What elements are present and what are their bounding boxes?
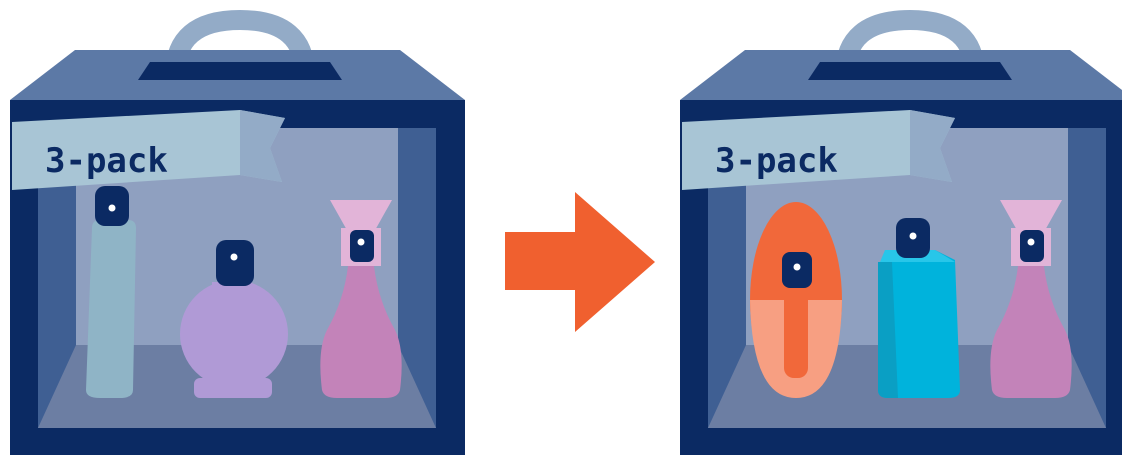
spray-bottle — [990, 200, 1072, 398]
cyan-bottle — [878, 218, 960, 398]
tall-bottle — [86, 186, 136, 398]
pack-before: 3-pack — [10, 20, 465, 455]
oval-bottle — [750, 202, 842, 398]
pack-label: 3-pack — [715, 141, 838, 181]
right-arrow-icon — [505, 192, 655, 332]
pack-after: 3-pack — [680, 20, 1122, 455]
spray-bottle — [320, 200, 402, 398]
round-bottle — [180, 240, 288, 398]
pack-label: 3-pack — [45, 141, 168, 181]
